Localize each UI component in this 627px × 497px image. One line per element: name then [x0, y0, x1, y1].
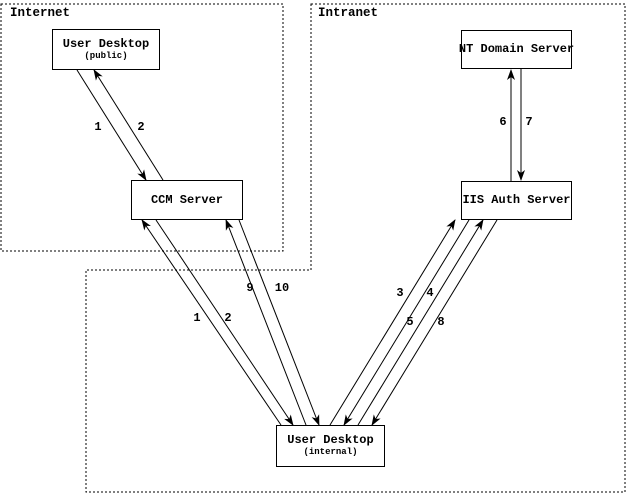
- edge-10-ccm-to-internal: [238, 219, 320, 426]
- edge-1-public-to-ccm: [76, 69, 147, 181]
- edge-label-2-internal: 2: [224, 311, 232, 325]
- node-subtitle: (internal): [303, 447, 358, 457]
- edge-4-iis-to-internal: [343, 219, 470, 426]
- edge-3-internal-to-iis: [329, 219, 456, 426]
- internet-zone-label: Internet: [10, 6, 71, 20]
- node-title: CCM Server: [150, 192, 223, 207]
- node-nt-domain-server: NT Domain Server: [458, 30, 575, 69]
- intranet-zone-label: Intranet: [318, 6, 379, 20]
- node-iis-auth-server: IIS Auth Server: [461, 181, 572, 220]
- edge-5-internal-to-iis: [357, 219, 484, 426]
- intranet-zone-border: [85, 3, 626, 493]
- node-ccm-server: CCM Server: [131, 180, 243, 220]
- edge-9-internal-to-ccm: [225, 219, 307, 426]
- edge-label-2-public: 2: [137, 120, 145, 134]
- node-user-desktop-internal: User Desktop (internal): [276, 425, 385, 467]
- edge-label-6: 6: [499, 115, 507, 129]
- edge-2-ccm-to-internal: [155, 219, 294, 426]
- node-subtitle: (public): [84, 50, 128, 61]
- edge-label-10: 10: [274, 281, 290, 295]
- edge-label-4: 4: [426, 286, 434, 300]
- node-title: NT Domain Server: [458, 42, 575, 56]
- edge-8-iis-to-internal: [371, 219, 498, 426]
- edge-2-ccm-to-public: [93, 69, 164, 181]
- node-user-desktop-public: User Desktop (public): [52, 29, 160, 70]
- internet-zone-border: [0, 3, 284, 252]
- edge-label-8: 8: [437, 315, 445, 329]
- edge-1-internal-to-ccm: [141, 219, 282, 426]
- edge-label-7: 7: [525, 115, 533, 129]
- edge-label-1-public: 1: [94, 120, 102, 134]
- node-title: IIS Auth Server: [462, 193, 571, 207]
- node-title: User Desktop: [62, 36, 150, 51]
- edge-label-3: 3: [396, 286, 404, 300]
- edge-label-9: 9: [246, 281, 254, 295]
- edge-label-5: 5: [406, 315, 414, 329]
- node-title: User Desktop: [287, 433, 374, 447]
- edge-label-1-internal: 1: [193, 311, 201, 325]
